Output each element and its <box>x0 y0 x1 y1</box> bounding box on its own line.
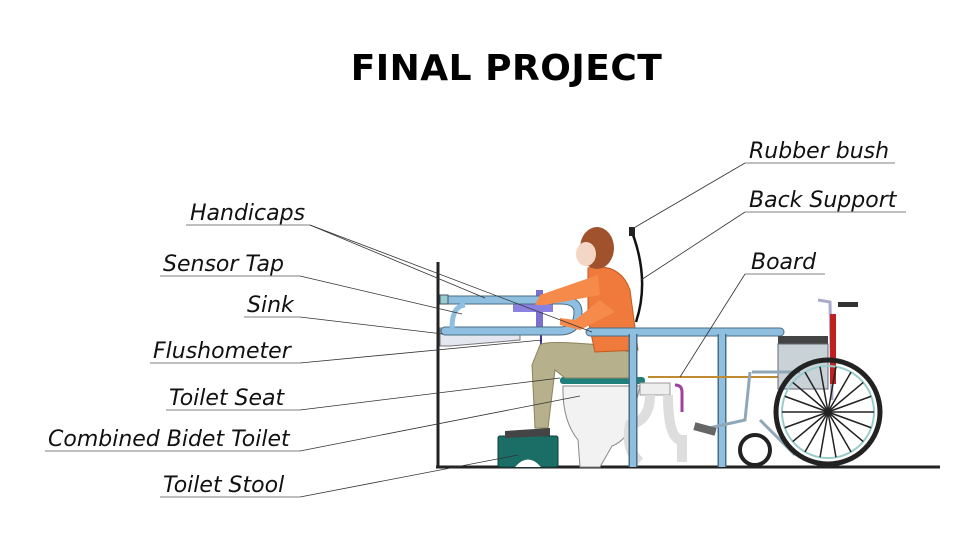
toilet <box>560 377 687 468</box>
label-toilet-seat: Toilet Seat <box>169 386 286 411</box>
wheel-spoke <box>827 411 872 429</box>
label-flushometer: Flushometer <box>153 339 293 364</box>
toilet-seat <box>560 377 645 384</box>
wheel-spoke <box>819 411 829 458</box>
toilet-stool <box>497 435 559 468</box>
rear-wheel <box>773 357 883 467</box>
wheel-spoke <box>792 381 829 413</box>
label-sink: Sink <box>247 293 295 318</box>
wheel-spoke <box>827 381 864 413</box>
label-handicaps: Handicaps <box>190 201 305 226</box>
label-rubber-bush: Rubber bush <box>749 139 889 164</box>
label-back-support: Back Support <box>749 188 898 213</box>
label-board: Board <box>751 250 817 275</box>
bidet-pipe <box>674 383 684 412</box>
wheel-spoke <box>784 411 829 429</box>
wheel-spoke <box>827 371 852 413</box>
label-toilet-stool: Toilet Stool <box>163 473 284 498</box>
wheel-spoke <box>819 366 829 413</box>
wheel-spoke <box>827 395 872 413</box>
page-title: FINAL PROJECT <box>350 48 663 89</box>
label-sensor-tap: Sensor Tap <box>163 252 284 277</box>
label-combined-bidet-toilet: Combined Bidet Toilet <box>48 427 291 452</box>
wheel-spoke <box>827 411 864 443</box>
front-wheel <box>738 433 772 467</box>
wheelchair <box>693 298 883 467</box>
leader-lines <box>45 162 906 498</box>
wheel-spoke <box>827 411 837 458</box>
rubber-bush <box>629 227 635 236</box>
wheel-spoke <box>804 371 829 413</box>
support-frame <box>585 327 785 467</box>
wheel-spoke <box>827 366 837 413</box>
wheel-spoke <box>792 411 829 443</box>
wheel-spoke <box>784 395 829 413</box>
wheel-spoke <box>827 411 852 453</box>
back-support <box>630 231 644 323</box>
wheel-spoke <box>804 411 829 453</box>
